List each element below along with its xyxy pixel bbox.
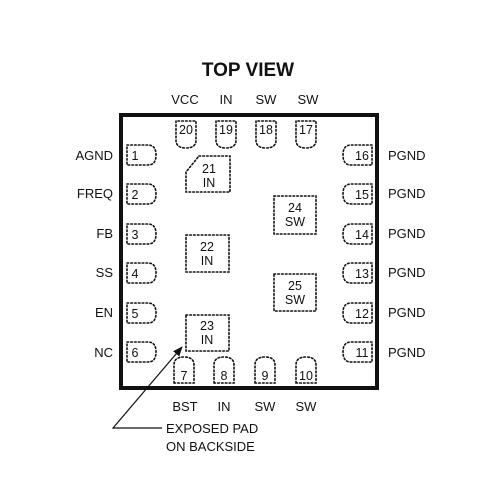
left-label-freq: FREQ bbox=[77, 186, 113, 201]
pin-7-number: 7 bbox=[181, 369, 188, 383]
pin-8-number: 8 bbox=[221, 369, 228, 383]
pin-13-number: 13 bbox=[355, 267, 369, 281]
diagram-title: TOP VIEW bbox=[202, 60, 294, 81]
pad-24-number: 24 bbox=[288, 201, 302, 215]
pin-9-number: 9 bbox=[262, 369, 269, 383]
pin-5: 5 bbox=[126, 302, 157, 324]
annotation-line-2: ON BACKSIDE bbox=[166, 439, 255, 454]
pin-8: 8 bbox=[213, 356, 235, 384]
package-outline bbox=[119, 113, 379, 390]
pin-17-number: 17 bbox=[299, 123, 313, 137]
pin-1: 1 bbox=[126, 144, 157, 166]
left-label-nc: NC bbox=[94, 345, 113, 360]
pin-17: 17 bbox=[295, 120, 317, 149]
pin-16-number: 16 bbox=[355, 149, 369, 163]
pad-23-number: 23 bbox=[200, 319, 214, 333]
bottom-label-bst: BST bbox=[172, 399, 197, 414]
pin-16: 16 bbox=[342, 144, 373, 166]
pin-14: 14 bbox=[342, 223, 373, 245]
right-label-pgnd-15: PGND bbox=[388, 186, 426, 201]
bottom-label-sw-2: SW bbox=[296, 399, 318, 414]
pin-4-number: 4 bbox=[132, 267, 139, 281]
pin-20: 20 bbox=[175, 120, 197, 149]
pin-2-number: 2 bbox=[132, 188, 139, 202]
pad-25-name: SW bbox=[285, 293, 305, 307]
annotation-line-1: EXPOSED PAD bbox=[166, 421, 258, 436]
exposed-pad-leader-arrow bbox=[111, 346, 183, 429]
pad-24-name: SW bbox=[285, 215, 305, 229]
top-label-sw-2: SW bbox=[298, 92, 320, 107]
pin-2: 2 bbox=[126, 183, 157, 205]
top-label-vcc: VCC bbox=[171, 92, 198, 107]
left-label-ss: SS bbox=[96, 265, 114, 280]
pin-4: 4 bbox=[126, 262, 157, 284]
right-label-pgnd-11: PGND bbox=[388, 345, 426, 360]
pin-1-number: 1 bbox=[132, 149, 139, 163]
pin-10: 10 bbox=[295, 356, 317, 384]
pad-21-number: 21 bbox=[202, 162, 216, 176]
right-label-pgnd-14: PGND bbox=[388, 226, 426, 241]
left-label-agnd: AGND bbox=[75, 148, 113, 163]
right-label-pgnd-16: PGND bbox=[388, 148, 426, 163]
pad-23-name: IN bbox=[201, 333, 214, 347]
pin-15-number: 15 bbox=[355, 188, 369, 202]
pin-11: 11 bbox=[342, 341, 373, 363]
pad-24: 24 SW bbox=[273, 195, 317, 235]
pad-22: 22 IN bbox=[185, 234, 230, 273]
pin-3: 3 bbox=[126, 223, 157, 245]
pad-21-name: IN bbox=[203, 176, 216, 190]
pin-10-number: 10 bbox=[299, 369, 313, 383]
pin-20-number: 20 bbox=[179, 123, 193, 137]
right-label-pgnd-13: PGND bbox=[388, 265, 426, 280]
pin-9: 9 bbox=[254, 356, 276, 384]
pin-19: 19 bbox=[215, 120, 237, 149]
pad-23: 23 IN bbox=[185, 314, 230, 352]
pin-3-number: 3 bbox=[132, 228, 139, 242]
top-label-sw-1: SW bbox=[256, 92, 278, 107]
pin-19-number: 19 bbox=[219, 123, 233, 137]
pin-13: 13 bbox=[342, 262, 373, 284]
pin-12: 12 bbox=[342, 302, 373, 324]
pin-18-number: 18 bbox=[259, 123, 273, 137]
right-label-pgnd-12: PGND bbox=[388, 305, 426, 320]
pin-12-number: 12 bbox=[355, 307, 369, 321]
pad-25: 25 SW bbox=[273, 273, 317, 312]
left-label-en: EN bbox=[95, 305, 113, 320]
pad-25-number: 25 bbox=[288, 279, 302, 293]
bottom-label-sw-1: SW bbox=[255, 399, 277, 414]
pin-14-number: 14 bbox=[355, 228, 369, 242]
left-label-fb: FB bbox=[96, 226, 113, 241]
pin-5-number: 5 bbox=[132, 307, 139, 321]
pin-18: 18 bbox=[255, 120, 277, 149]
pin-7: 7 bbox=[173, 356, 195, 384]
top-label-in: IN bbox=[220, 92, 233, 107]
pin-6: 6 bbox=[126, 341, 157, 363]
pad-21: 21 IN bbox=[185, 155, 231, 193]
pad-22-name: IN bbox=[201, 254, 214, 268]
pad-22-number: 22 bbox=[200, 240, 214, 254]
bottom-label-in: IN bbox=[218, 399, 231, 414]
pin-6-number: 6 bbox=[132, 346, 139, 360]
pin-11-number: 11 bbox=[356, 346, 369, 360]
pin-15: 15 bbox=[342, 183, 373, 205]
